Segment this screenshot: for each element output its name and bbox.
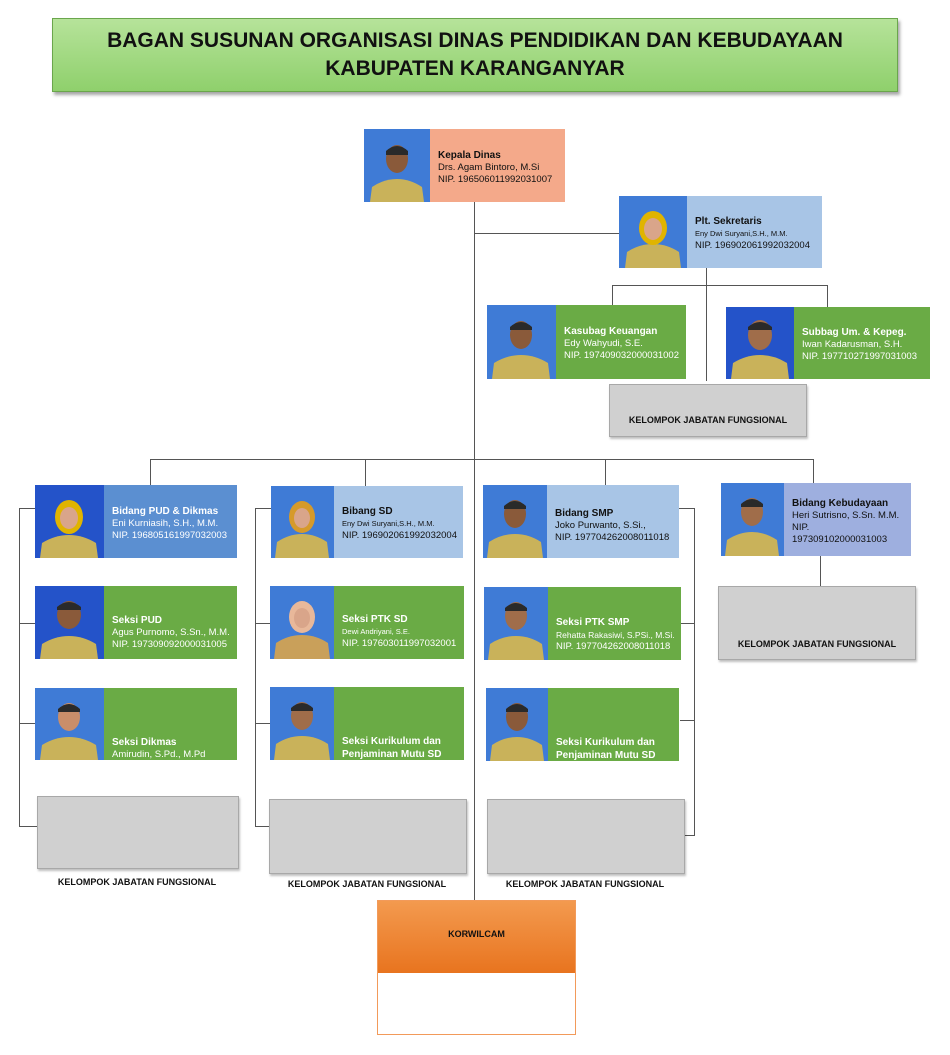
avatar-icon [270, 687, 334, 760]
umum-title: Subbag Um. & Kepeg. [802, 327, 907, 338]
avatar-icon [619, 196, 687, 268]
ptk-sd-title: Seksi PTK SD [342, 614, 408, 625]
fungsional-label-sd: KELOMPOK JABATAN FUNGSIONAL [287, 879, 447, 889]
smp-card[interactable]: Bidang SMP Joko Purwanto, S.Si., NIP. 19… [483, 485, 679, 558]
kepala-title: Kepala Dinas [438, 149, 501, 161]
sd-nip: NIP. 196902061992032004 [342, 530, 457, 541]
keuangan-title: Kasubag Keuangan [564, 326, 658, 337]
seksi-dikmas-photo [35, 688, 104, 760]
umum-name: Iwan Kadarusman, S.H. [802, 339, 903, 350]
kebudayaan-nip: NIP. 197309102000031003 [792, 521, 888, 545]
umum-photo [726, 307, 794, 379]
avatar-icon [484, 587, 548, 660]
title-line-2: KABUPATEN KARANGANYAR [325, 57, 625, 80]
smp-photo [483, 485, 547, 558]
keuangan-name: Edy Wahyudi, S.E. [564, 338, 643, 349]
avatar-icon [35, 485, 104, 558]
avatar-icon [364, 129, 430, 202]
seksi-pud-title: Seksi PUD [112, 615, 163, 626]
keuangan-photo [487, 305, 556, 379]
fungsional-label-smp: KELOMPOK JABATAN FUNGSIONAL [505, 879, 665, 889]
keuangan-card[interactable]: Kasubag Keuangan Edy Wahyudi, S.E. NIP. … [487, 305, 686, 379]
sekretaris-card[interactable]: Plt. Sekretaris Eny Dwi Suryani,S.H., M.… [619, 196, 822, 268]
smp-nip: NIP. 197704262008011018 [555, 532, 670, 543]
smp-name: Joko Purwanto, S.Si., [555, 520, 646, 531]
ptk-smp-name: Rehatta Rakasiwi, S.PSi., M.Si. [556, 630, 675, 640]
umum-card[interactable]: Subbag Um. & Kepeg. Iwan Kadarusman, S.H… [726, 307, 930, 379]
kurikulum-smp-card[interactable]: Seksi Kurikulum dan Penjaminan Mutu SD [486, 688, 679, 761]
sd-photo [271, 486, 334, 558]
sekretaris-title: Plt. Sekretaris [695, 216, 762, 227]
fungsional-box-smp [487, 799, 685, 874]
avatar-icon [483, 485, 547, 558]
avatar-icon [270, 586, 334, 659]
sekretaris-name: Eny Dwi Suryani,S.H., M.M. [695, 229, 788, 238]
pud-title: Bidang PUD & Dikmas [112, 505, 219, 517]
sd-title: Bibang SD [342, 506, 393, 517]
kepala-dinas-card[interactable]: Kepala Dinas Drs. Agam Bintoro, M.Si NIP… [364, 129, 565, 202]
fungsional-box-sekretariat: KELOMPOK JABATAN FUNGSIONAL [609, 384, 807, 437]
avatar-icon [726, 307, 794, 379]
fungsional-box-pud [37, 796, 239, 869]
sekretaris-photo [619, 196, 687, 268]
avatar-icon [487, 305, 556, 379]
kurikulum-smp-title: Seksi Kurikulum dan Penjaminan Mutu SD [556, 737, 656, 761]
avatar-icon [35, 688, 104, 760]
keuangan-nip: NIP. 197409032000031002 [564, 350, 679, 361]
kurikulum-sd-card[interactable]: Seksi Kurikulum dan Penjaminan Mutu SD [270, 687, 464, 760]
seksi-pud-photo [35, 586, 104, 659]
fungsional-box-kebudayaan: KELOMPOK JABATAN FUNGSIONAL [718, 586, 916, 660]
chart-title: BAGAN SUSUNAN ORGANISASI DINAS PENDIDIKA… [52, 18, 898, 92]
fungsional-label-pud: KELOMPOK JABATAN FUNGSIONAL [57, 877, 217, 887]
kebudayaan-title: Bidang Kebudayaan [792, 497, 889, 509]
seksi-dikmas-title: Seksi Dikmas [112, 737, 177, 748]
smp-title: Bidang SMP [555, 508, 614, 519]
kepala-name: Drs. Agam Bintoro, M.Si [438, 161, 540, 173]
kepala-nip: NIP. 196506011992031007 [438, 173, 553, 185]
korwilcam-label: KORWILCAM [378, 901, 575, 973]
ptk-sd-card[interactable]: Seksi PTK SD Dewi Andriyani, S.E. NIP. 1… [270, 586, 464, 659]
seksi-dikmas-name: Amirudin, S.Pd., M.Pd [112, 749, 206, 760]
seksi-dikmas-card[interactable]: Seksi Dikmas Amirudin, S.Pd., M.Pd [35, 688, 237, 760]
pud-card[interactable]: Bidang PUD & Dikmas Eni Kurniasih, S.H.,… [35, 485, 237, 558]
ptk-smp-card[interactable]: Seksi PTK SMP Rehatta Rakasiwi, S.PSi., … [484, 587, 681, 660]
kurikulum-sd-title: Seksi Kurikulum dan Penjaminan Mutu SD [342, 736, 442, 760]
ptk-smp-photo [484, 587, 548, 660]
ptk-sd-name: Dewi Andriyani, S.E. [342, 627, 410, 636]
fungsional-label: KELOMPOK JABATAN FUNGSIONAL [628, 415, 788, 425]
title-line-1: BAGAN SUSUNAN ORGANISASI DINAS PENDIDIKA… [107, 29, 843, 52]
fungsional-label-kebudayaan: KELOMPOK JABATAN FUNGSIONAL [737, 639, 897, 649]
seksi-pud-nip: NIP. 197309092000031005 [112, 639, 227, 650]
avatar-icon [35, 586, 104, 659]
umum-nip: NIP. 197710271997031003 [802, 351, 917, 362]
avatar-icon [721, 483, 784, 556]
kurikulum-smp-photo [486, 688, 548, 761]
kepala-photo [364, 129, 430, 202]
ptk-sd-photo [270, 586, 334, 659]
kurikulum-sd-photo [270, 687, 334, 760]
seksi-pud-name: Agus Purnomo, S.Sn., M.M. [112, 627, 230, 638]
kebudayaan-photo [721, 483, 784, 556]
fungsional-box-sd [269, 799, 467, 874]
ptk-smp-nip: NIP. 197704262008011018 [556, 641, 671, 652]
pud-name: Eni Kurniasih, S.H., M.M. [112, 517, 219, 529]
korwilcam-box[interactable]: KORWILCAM [377, 900, 576, 1035]
pud-photo [35, 485, 104, 558]
seksi-pud-card[interactable]: Seksi PUD Agus Purnomo, S.Sn., M.M. NIP.… [35, 586, 237, 659]
kebudayaan-card[interactable]: Bidang Kebudayaan Heri Sutrisno, S.Sn. M… [721, 483, 911, 556]
avatar-icon [271, 486, 334, 558]
sekretaris-nip: NIP. 196902061992032004 [695, 240, 810, 251]
avatar-icon [486, 688, 548, 761]
sd-name: Eny Dwi Suryani,S.H., M.M. [342, 519, 435, 528]
ptk-sd-nip: NIP. 197603011997032001 [342, 638, 457, 649]
kebudayaan-name: Heri Sutrisno, S.Sn. M.M. [792, 509, 900, 521]
ptk-smp-title: Seksi PTK SMP [556, 617, 630, 628]
sd-card[interactable]: Bibang SD Eny Dwi Suryani,S.H., M.M. NIP… [271, 486, 463, 558]
pud-nip: NIP. 196805161997032003 [112, 529, 227, 541]
